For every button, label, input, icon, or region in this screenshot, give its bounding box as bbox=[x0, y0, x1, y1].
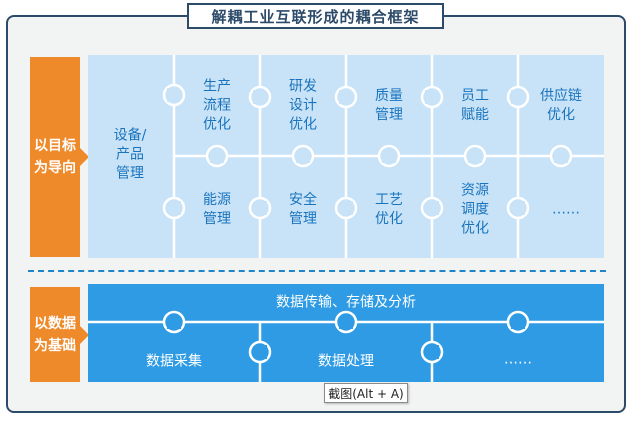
goal-cell-resource-scheduling: 资源 调度 优化 bbox=[461, 182, 489, 237]
goal-cell-device-management: 设备/ 产品 管理 bbox=[113, 127, 147, 182]
side-label-data-based: 以数据 为基础 bbox=[30, 287, 80, 382]
goal-cell-production-optimization: 生产 流程 优化 bbox=[203, 78, 231, 133]
screenshot-tooltip: 截图(Alt + A) bbox=[324, 383, 408, 403]
data-knob-fill bbox=[167, 323, 525, 359]
goal-cell-safety-management: 安全 管理 bbox=[289, 192, 317, 227]
goal-knob-fill bbox=[167, 88, 568, 215]
side-label-goal-text: 以目标 为导向 bbox=[34, 138, 76, 176]
goal-cell-energy-management: 能源 管理 bbox=[203, 192, 231, 227]
side-label-goal-oriented: 以目标 为导向 bbox=[30, 57, 80, 257]
side-label-data-arrow bbox=[80, 326, 89, 344]
section-divider bbox=[28, 270, 606, 272]
goal-cell-staff-empowerment: 员工 赋能 bbox=[461, 88, 489, 123]
goal-puzzle-knobs bbox=[162, 83, 573, 220]
goal-cell-quality-management: 质量 管理 bbox=[375, 88, 403, 123]
side-label-data-text: 以数据 为基础 bbox=[34, 315, 76, 354]
data-cell-transfer-storage-analysis: 数据传输、存储及分析 bbox=[276, 294, 416, 311]
goal-cell-rnd-optimization: 研发 设计 优化 bbox=[289, 78, 317, 133]
goal-cell-more: …… bbox=[552, 201, 580, 218]
side-label-goal-arrow bbox=[80, 148, 89, 166]
diagram-title: 解耦工业互联形成的耦合框架 bbox=[187, 3, 444, 29]
data-cell-processing: 数据处理 bbox=[318, 353, 374, 370]
data-cell-more: …… bbox=[504, 351, 532, 368]
goal-cell-supply-chain: 供应链 优化 bbox=[540, 88, 582, 123]
data-cell-collection: 数据采集 bbox=[146, 353, 202, 370]
goal-cell-process-optimization: 工艺 优化 bbox=[375, 192, 403, 227]
